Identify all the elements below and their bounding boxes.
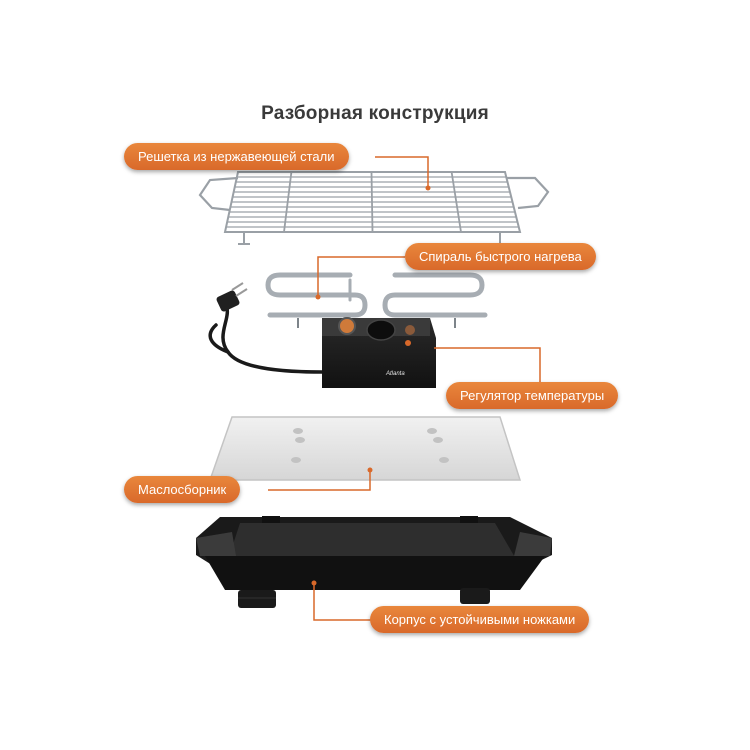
heating-spiral (265, 272, 488, 318)
leader-lines (268, 156, 541, 621)
callout-drip-tray: Маслосборник (124, 476, 241, 503)
callout-heating-spiral: Спираль быстрого нагрева (405, 243, 596, 270)
grill-rack (198, 171, 550, 245)
callout-temperature-regulator: Регулятор температуры (446, 382, 619, 409)
grill-base (196, 516, 552, 608)
brand-logo: Atlanta (385, 371, 405, 377)
page-title: Разборная конструкция (261, 103, 489, 124)
callout-grill-base: Корпус с устойчивыми ножками (370, 606, 590, 633)
power-cord (208, 303, 324, 374)
drip-tray (208, 416, 522, 481)
thermostat-box (322, 317, 436, 388)
callout-grill-rack: Решетка из нержавеющей стали (124, 143, 349, 170)
power-plug (216, 282, 248, 312)
